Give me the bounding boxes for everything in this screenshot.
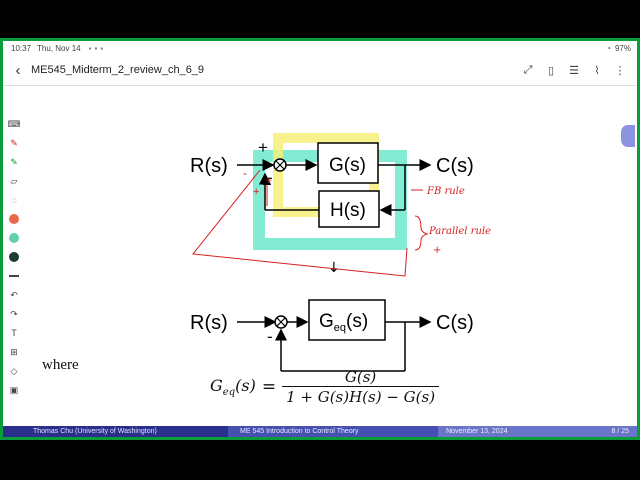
toolbar: ⤢ ▯ ☰ ⌇ ⋮: [521, 63, 627, 77]
pen-icon[interactable]: ✎: [10, 137, 18, 148]
geq-sub: eq: [334, 322, 346, 334]
stroke-width[interactable]: [7, 269, 21, 283]
formula-equals: =: [261, 377, 277, 397]
transform-arrow: ↓: [328, 260, 340, 276]
attach-icon[interactable]: ⌇: [594, 64, 600, 77]
tablet-frame: 10:37 Thu, Nov 14 ▪▪▪ ◔ 97% ‹ ME545_Midt…: [0, 38, 640, 440]
input-label-2: R(s): [190, 312, 228, 334]
more-icon[interactable]: ⋮: [614, 64, 626, 77]
formula-lhs-sub: eq: [222, 387, 236, 399]
geq-main: G: [319, 311, 334, 332]
input-label-1: R(s): [190, 155, 228, 177]
color-red[interactable]: [7, 212, 21, 226]
status-right: ◔ 97%: [606, 44, 631, 53]
title-bar: ‹ ME545_Midterm_2_review_ch_6_9 ⤢ ▯ ☰ ⌇ …: [3, 55, 637, 86]
red-minus: -: [243, 166, 247, 180]
geq-block-label: Geq(s): [319, 311, 368, 334]
shape-icon[interactable]: ◇: [10, 365, 18, 376]
color-dark[interactable]: [7, 250, 21, 264]
status-time: 10:37: [11, 43, 32, 53]
minus-sign-1: -: [267, 168, 273, 187]
g-block-label: G(s): [329, 155, 366, 176]
highlighter-icon[interactable]: ✎: [10, 156, 18, 167]
keyboard-icon[interactable]: ⌨: [7, 118, 21, 129]
undo-icon[interactable]: ↶: [10, 289, 18, 300]
pen-settings-tab[interactable]: [621, 125, 635, 147]
expand-icon[interactable]: ⤢: [523, 63, 533, 76]
footer-date: November 13, 2024: [446, 428, 508, 435]
plus-sign-1: +: [258, 138, 268, 157]
color-teal[interactable]: [7, 231, 21, 245]
h-block: [318, 190, 380, 228]
eraser-icon[interactable]: ▱: [10, 175, 18, 186]
pen-toolbar: ⌨ ✎ ✎ ▱ ◌ ↶ ↷ T ⊞ ◇ ▣: [3, 117, 25, 417]
battery-level: 97%: [614, 43, 631, 53]
parallel-plus-note: +: [433, 245, 441, 256]
formula-fraction: G(s) 1 + G(s)H(s) − G(s): [282, 368, 440, 406]
redo-icon[interactable]: ↷: [10, 308, 18, 319]
status-bar: 10:37 Thu, Nov 14 ▪▪▪ ◔ 97%: [3, 41, 637, 55]
g-block: [317, 142, 379, 184]
pages-icon[interactable]: ☰: [569, 64, 579, 77]
document-title: ME545_Midterm_2_review_ch_6_9: [31, 64, 205, 76]
red-plus-b: +: [266, 176, 272, 187]
lasso-icon[interactable]: ◌: [11, 195, 17, 205]
formula-lhs-tail: (s): [235, 375, 256, 395]
geq-formula: Geq(s) = G(s) 1 + G(s)H(s) − G(s): [210, 368, 440, 406]
where-label: where: [42, 357, 79, 373]
wifi-icon: ◔: [606, 43, 611, 53]
parallel-rule-note: Parallel rule: [428, 226, 491, 237]
back-arrow-icon[interactable]: ‹: [15, 61, 21, 79]
insert-icon[interactable]: ⊞: [10, 346, 18, 357]
output-label-1: C(s): [436, 155, 474, 177]
formula-denominator: 1 + G(s)H(s) − G(s): [282, 386, 440, 406]
text-icon[interactable]: T: [11, 328, 17, 338]
formula-numerator: G(s): [344, 368, 377, 386]
footer-right: November 13, 2024 8 / 25: [438, 426, 637, 437]
notification-icons: ▪▪▪: [88, 43, 107, 53]
fb-rule-note: FB rule: [426, 186, 465, 197]
image-icon[interactable]: ▣: [9, 384, 19, 395]
output-label-2: C(s): [436, 312, 474, 334]
formula-lhs-main: G: [210, 375, 223, 395]
formula-lhs: Geq(s): [210, 376, 256, 398]
h-block-label: H(s): [330, 200, 366, 221]
slide-content: R(s) C(s) + - G(s) H(s) FB rule Parallel…: [25, 86, 637, 426]
footer-page: 8 / 25: [611, 428, 629, 435]
minus-sign-2: -: [267, 327, 273, 346]
footer-author: Thomas Chu (University of Washington): [3, 426, 228, 437]
book-icon[interactable]: ▯: [547, 64, 555, 77]
parallel-brace: [414, 215, 429, 251]
slide-footer: Thomas Chu (University of Washington) ME…: [3, 426, 637, 437]
geq-block: [308, 299, 386, 341]
geq-tail: (s): [346, 311, 368, 332]
red-loop-annotation: [192, 169, 408, 277]
app-screen: 10:37 Thu, Nov 14 ▪▪▪ ◔ 97% ‹ ME545_Midt…: [3, 41, 637, 437]
red-plus-a: +: [253, 186, 259, 198]
footer-course: ME 545 Introduction to Control Theory: [228, 426, 438, 437]
block-diagrams: R(s) C(s) + - G(s) H(s) FB rule Parallel…: [190, 133, 491, 372]
status-date: Thu, Nov 14: [37, 43, 81, 53]
